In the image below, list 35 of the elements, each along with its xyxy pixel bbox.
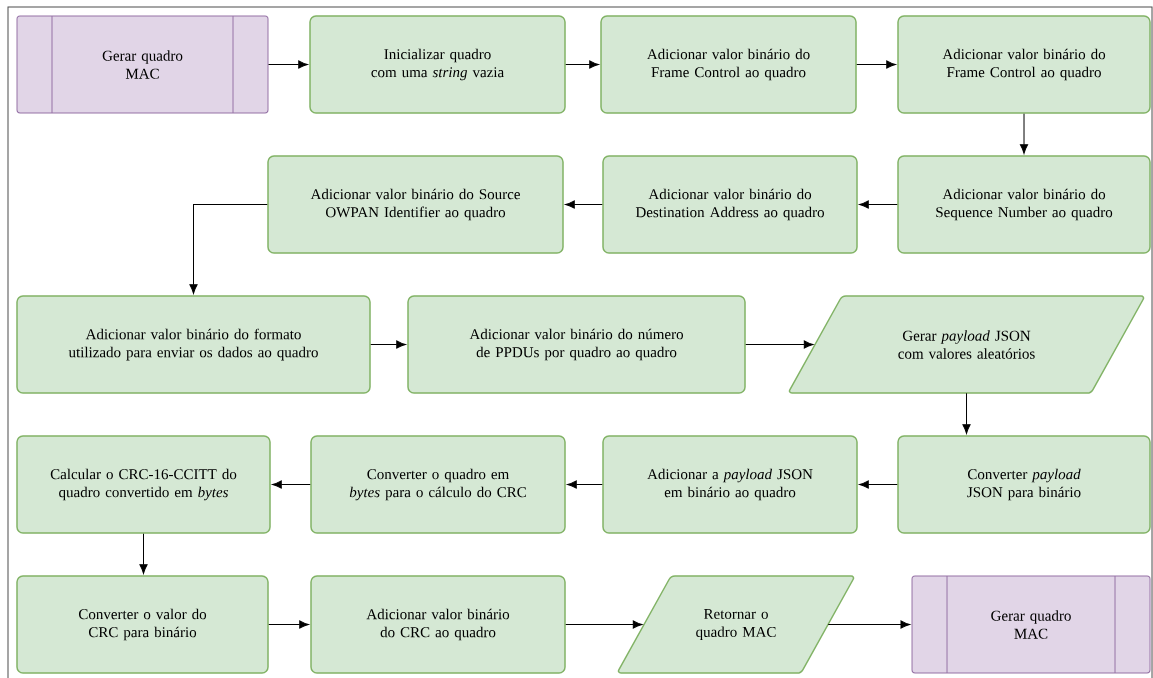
arrow bbox=[370, 340, 406, 349]
process-box: Adicionar a payload JSON em binário ao quadro bbox=[602, 435, 858, 534]
arrow bbox=[268, 620, 309, 629]
subprocess-box: Gerar quadro MAC bbox=[16, 15, 269, 114]
arrow bbox=[859, 200, 898, 209]
io-parallelogram: Retornar o quadro MAC bbox=[617, 575, 855, 674]
process-box: Adicionar valor binário do Sequence Number ao quadro bbox=[897, 155, 1151, 254]
arrow bbox=[272, 480, 311, 489]
arrow bbox=[962, 392, 971, 434]
process-box: Adicionar valor binário do Frame Control ao quadro bbox=[897, 15, 1151, 114]
process-box: Inicializar quadro com uma string vazia bbox=[309, 15, 566, 114]
arrow bbox=[268, 60, 308, 69]
arrow bbox=[565, 60, 599, 69]
process-box: Adicionar valor binário do Source OWPAN Identifier ao quadro bbox=[267, 155, 564, 254]
arrow bbox=[565, 620, 643, 629]
process-box: Converter payload JSON para binário bbox=[897, 435, 1151, 534]
io-parallelogram: Gerar payload JSON com valores aleatórios bbox=[788, 295, 1145, 394]
process-box: Adicionar valor binário do Frame Control ao quadro bbox=[600, 15, 857, 114]
process-box: Calcular o CRC-16-CCITT do quadro convertido em bytes bbox=[16, 435, 271, 534]
arrow bbox=[827, 620, 911, 629]
arrow bbox=[189, 204, 268, 294]
arrow bbox=[567, 480, 603, 489]
arrow bbox=[856, 60, 896, 69]
arrow bbox=[139, 533, 148, 574]
process-box: Adicionar valor binário do número de PPDUs por quadro ao quadro bbox=[407, 295, 746, 394]
arrow bbox=[565, 200, 603, 209]
process-box: Adicionar valor binário do CRC ao quadro bbox=[310, 575, 566, 674]
arrow bbox=[1019, 113, 1029, 154]
process-box: Converter o quadro em bytes para o cálculo do CRC bbox=[310, 435, 566, 534]
arrow bbox=[859, 480, 898, 489]
arrow bbox=[745, 340, 814, 349]
process-box: Adicionar valor binário do formato utilizado para enviar os dados ao quadro bbox=[16, 295, 371, 394]
subprocess-box: Gerar quadro MAC bbox=[911, 575, 1151, 674]
process-box: Converter o valor do CRC para binário bbox=[16, 575, 269, 674]
process-box: Adicionar valor binário do Destination Address ao quadro bbox=[602, 155, 858, 254]
